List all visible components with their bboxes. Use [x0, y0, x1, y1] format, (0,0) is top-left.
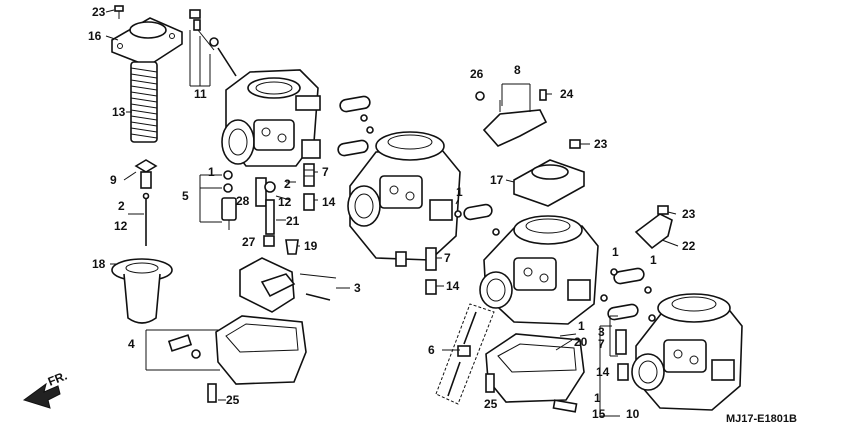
callout: 1 — [208, 165, 215, 179]
diagram-code: MJ17-E1801B — [726, 413, 797, 425]
carburetor-b — [347, 131, 461, 267]
callout: 10 — [626, 407, 640, 421]
joint-pipe-b — [454, 203, 500, 236]
needle-set-6 — [435, 303, 495, 405]
callout: 5 — [182, 189, 189, 203]
carburetor-c — [479, 215, 599, 325]
callout: 15 — [592, 407, 606, 421]
callout: 26 — [470, 67, 484, 81]
float-bowl-right — [485, 333, 585, 413]
cap-screw — [114, 5, 124, 19]
callout: 27 — [242, 235, 256, 249]
callout: 6 — [428, 343, 435, 357]
callout: 2 — [284, 177, 291, 191]
callout: 18 — [92, 257, 106, 271]
small-parts-group — [199, 170, 299, 255]
callout: 14 — [596, 365, 610, 379]
leader-lines — [105, 9, 679, 417]
callout: 1 — [612, 245, 619, 259]
callout: 2 — [118, 199, 125, 213]
callout: 7 — [444, 251, 451, 265]
callout: 28 — [236, 194, 250, 208]
float-bowl-left — [145, 315, 307, 403]
carburetor-d — [631, 293, 743, 411]
throttle-link — [475, 83, 581, 149]
diaphragm-piston — [111, 258, 173, 324]
callout: 25 — [226, 393, 240, 407]
top-cap — [111, 17, 183, 67]
jet-pair-b — [425, 247, 437, 295]
callout: 11 — [194, 87, 207, 101]
callout: 23 — [92, 5, 106, 19]
callout: 23 — [594, 137, 608, 151]
callout: 1 — [578, 319, 585, 333]
callout: 25 — [484, 397, 498, 411]
callout: 14 — [322, 195, 336, 209]
callout: 4 — [128, 337, 135, 351]
direction-label: FR. — [46, 369, 69, 389]
callout: 1 — [594, 391, 601, 405]
callout: 1 — [456, 185, 463, 199]
needle-holder — [134, 159, 158, 189]
jet-needle — [142, 192, 150, 246]
callout: 12 — [278, 195, 292, 209]
callout: 3 — [354, 281, 361, 295]
callout: 16 — [88, 29, 102, 43]
callout: 17 — [490, 173, 504, 187]
callout: 23 — [682, 207, 696, 221]
callout: 1 — [650, 253, 657, 267]
callout: 24 — [560, 87, 574, 101]
float-assembly — [239, 257, 331, 313]
front-direction-arrow — [22, 382, 61, 409]
jet-pair-a — [303, 163, 315, 211]
callout: 13 — [112, 105, 126, 119]
spring — [130, 61, 158, 143]
carburetor-a — [221, 69, 321, 167]
joint-pipes-a — [337, 95, 374, 157]
callout-labels: 23 16 13 9 2 12 18 11 1 5 28 2 7 12 14 2… — [88, 5, 696, 421]
jet-pair-c — [615, 329, 629, 381]
callout: 9 — [110, 173, 117, 187]
top-cap-right — [513, 159, 585, 207]
callout: 22 — [682, 239, 696, 253]
bracket — [634, 205, 673, 250]
callout: 21 — [286, 214, 300, 228]
callout: 19 — [304, 239, 318, 253]
callout: 7 — [322, 165, 329, 179]
pilot-screw-group — [189, 9, 237, 87]
joint-pipes-c — [600, 267, 656, 322]
callout: 8 — [514, 63, 521, 77]
callout: 20 — [574, 335, 588, 349]
callout: 7 — [598, 337, 605, 351]
callout: 12 — [114, 219, 128, 233]
callout: 14 — [446, 279, 460, 293]
callout: 3 — [598, 325, 605, 339]
